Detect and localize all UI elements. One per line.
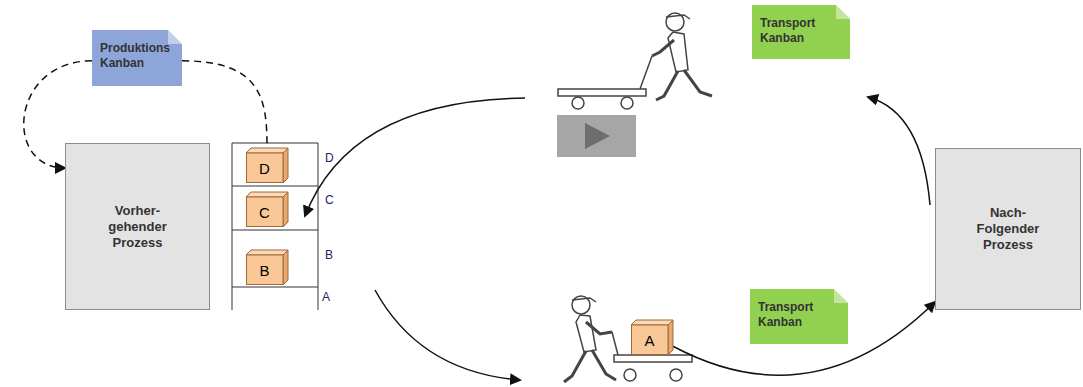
node-label: Nach- Folgender Prozess [967,205,1049,253]
shelf-letter: A [322,290,330,304]
cart-platform [558,89,646,96]
node-text: Transport Kanban [750,289,848,330]
box-front [247,197,284,227]
cart-wheel [624,369,636,381]
node-text: Vorher- gehender Prozess [97,203,179,251]
shelf-letter: B [325,248,333,262]
worker-leg [592,350,616,380]
node-text: C [259,199,275,221]
box-top [246,250,288,255]
node-label: Vorher- gehender Prozess [97,203,179,251]
shelf-letter: C [325,193,334,207]
box-top [246,148,288,153]
process-box: Vorher- gehender Prozess [65,143,210,310]
card-fold [836,5,850,19]
part-box: A [631,320,673,355]
kanban-card: Transport Kanban [750,289,848,344]
kanban-card [752,5,850,59]
process-box: Nach- Folgender Prozess [935,148,1081,310]
cart-handle [640,56,652,89]
flow-arrow [868,97,930,205]
node-text: B [259,257,274,279]
worker-leg [564,351,586,382]
card-fold [168,30,182,44]
rack-shelf [232,230,318,231]
play-button [557,115,636,157]
node-label: B [259,257,274,279]
node-text: Transport Kanban [752,5,850,46]
rack-post [318,143,319,310]
worker-arm [586,322,612,334]
kanban-card: Transport Kanban [752,5,850,59]
flow-arrow [375,290,520,380]
dashed-connector [182,61,267,148]
flow-arrow [305,98,525,216]
rack-post [232,143,233,310]
card-fold [834,289,848,303]
cart-wheel [572,97,584,109]
rack-shelf [232,186,318,187]
box-side [283,192,288,227]
worker-cap [572,298,596,302]
box-side [668,320,673,355]
part-box: B [246,250,288,285]
kanban-card [92,30,182,86]
cart-wheel [621,97,633,109]
node-label: Produktions Kanban [92,30,182,71]
process-box [936,149,1081,310]
process-box [66,144,210,310]
box-front [632,325,669,355]
box-top [246,192,288,197]
worker-cap [666,15,690,19]
box-top [631,320,673,325]
node-text: Nach- Folgender Prozess [967,205,1049,253]
cart-handle [612,332,618,355]
node-text: D [259,155,275,177]
node-text: Produktions Kanban [92,30,182,71]
node-label: C [259,199,275,221]
rack-shelf [232,287,318,288]
box-front [247,153,284,183]
node-text: A [644,327,659,349]
box-front [247,255,284,285]
node-label: Transport Kanban [750,289,848,330]
node-label: A [644,327,659,349]
box-side [283,148,288,183]
kanban-card: Produktions Kanban [92,30,182,86]
part-box: D [246,148,288,183]
worker-top [558,13,712,109]
shelf-rack [232,143,318,310]
worker-body [668,32,688,72]
worker-leg [656,71,678,100]
part-box: C [246,192,288,227]
worker-arm [652,40,674,56]
shelf-letter: D [325,151,334,165]
worker-leg [684,70,712,96]
rack-shelf [232,143,318,144]
kanban-card [750,289,848,344]
cart-wheel [670,369,682,381]
cart-platform [614,355,692,362]
play-triangle [585,123,610,149]
worker-bottom [564,296,692,382]
node-label: D [259,155,275,177]
worker-body [576,315,596,352]
node-label: Transport Kanban [752,5,850,46]
box-side [283,250,288,285]
